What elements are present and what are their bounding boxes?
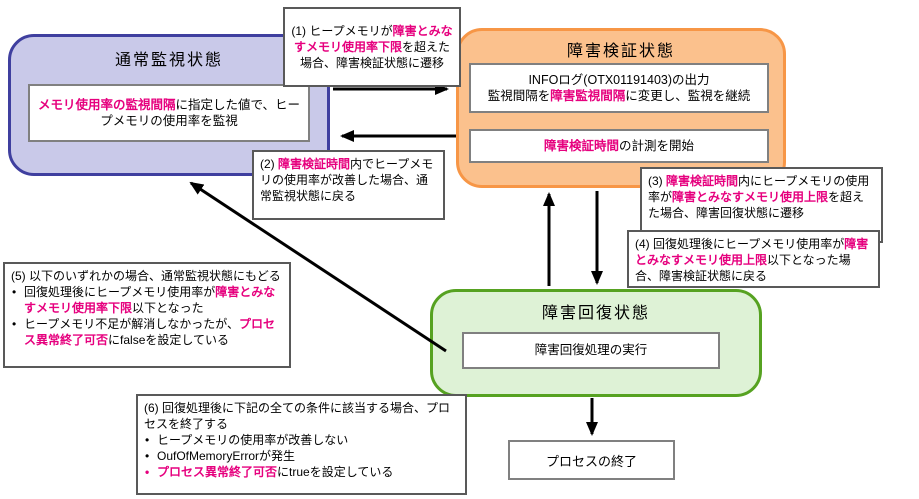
state-failure-recovery: 障害回復状態 障害回復処理の実行 [430, 289, 762, 397]
normal-action-text: メモリ使用率の監視間隔に指定した値で、ヒープメモリの使用率を監視 [37, 97, 301, 129]
callout-5-bullet-1: • 回復処理後にヒープメモリ使用率が障害とみなすメモリ使用率下限以下となった [12, 285, 276, 316]
bullet-icon: • [12, 285, 17, 300]
process-termination-label: プロセスの終了 [545, 453, 637, 469]
verify-log-box: INFOログ(OTX01191403)の出力 監視間隔を障害監視間隔に変更し、監… [469, 63, 769, 113]
callout-5: (5) 以下のいずれかの場合、通常監視状態にもどる • 回復処理後にヒープメモリ… [3, 262, 291, 368]
process-termination-box: プロセスの終了 [508, 440, 675, 480]
normal-action-box: メモリ使用率の監視間隔に指定した値で、ヒープメモリの使用率を監視 [28, 84, 310, 142]
callout-1-text: (1) ヒープメモリが障害とみなすメモリ使用率下限を超えた場合、障害検証状態に遷… [291, 23, 453, 71]
state-failure-verification: 障害検証状態 INFOログ(OTX01191403)の出力 監視間隔を障害監視間… [456, 28, 786, 188]
callout-2: (2) 障害検証時間内でヒープメモリの使用率が改善した場合、通常監視状態に戻る [252, 150, 445, 220]
bullet-icon: • [145, 465, 150, 480]
bullet-icon: • [145, 433, 150, 448]
callout-4-text: (4) 回復処理後にヒープメモリ使用率が障害とみなすメモリ使用上限以下となった場… [635, 237, 869, 284]
callout-6-bullet-1: • ヒープメモリの使用率が改善しない [145, 433, 349, 448]
bullet-icon: • [12, 317, 17, 332]
callout-1: (1) ヒープメモリが障害とみなすメモリ使用率下限を超えた場合、障害検証状態に遷… [283, 7, 461, 87]
callout-3-text: (3) 障害検証時間内にヒープメモリの使用率が障害とみなすメモリ使用上限を超えた… [648, 174, 870, 221]
normal-action-highlight: メモリ使用率の監視間隔 [37, 97, 176, 112]
callout-5-bullet-2: • ヒープメモリ不足が解消しなかったが、プロセス異常終了可否にfalseを設定し… [12, 317, 276, 348]
callout-6-bullet-2: • OufOfMemoryErrorが発生 [145, 449, 296, 464]
recover-action-text: 障害回復処理の実行 [534, 343, 648, 358]
state-verify-title: 障害検証状態 [566, 43, 675, 60]
callout-6-header: (6) 回復処理後に下記の全ての条件に該当する場合、プロセスを終了する [144, 401, 451, 432]
verify-timer-text: 障害検証時間の計測を開始 [543, 138, 695, 153]
bullet-icon: • [145, 449, 150, 464]
state-normal-title: 通常監視状態 [114, 52, 223, 69]
callout-4: (4) 回復処理後にヒープメモリ使用率が障害とみなすメモリ使用上限以下となった場… [627, 230, 880, 288]
verify-timer-box: 障害検証時間の計測を開始 [469, 129, 769, 163]
recover-action-box: 障害回復処理の実行 [462, 332, 720, 369]
callout-6-bullet-3: • プロセス異常終了可否にtrueを設定している [145, 465, 394, 480]
callout-6: (6) 回復処理後に下記の全ての条件に該当する場合、プロセスを終了する • ヒー… [136, 394, 467, 495]
verify-log-line1: INFOログ(OTX01191403)の出力 [528, 72, 710, 87]
callout-2-text: (2) 障害検証時間内でヒープメモリの使用率が改善した場合、通常監視状態に戻る [260, 157, 434, 204]
callout-5-header: (5) 以下のいずれかの場合、通常監視状態にもどる [11, 269, 281, 283]
state-recover-title: 障害回復状態 [541, 305, 650, 322]
verify-log-line2: 監視間隔を障害監視間隔に変更し、監視を継続 [487, 89, 751, 103]
